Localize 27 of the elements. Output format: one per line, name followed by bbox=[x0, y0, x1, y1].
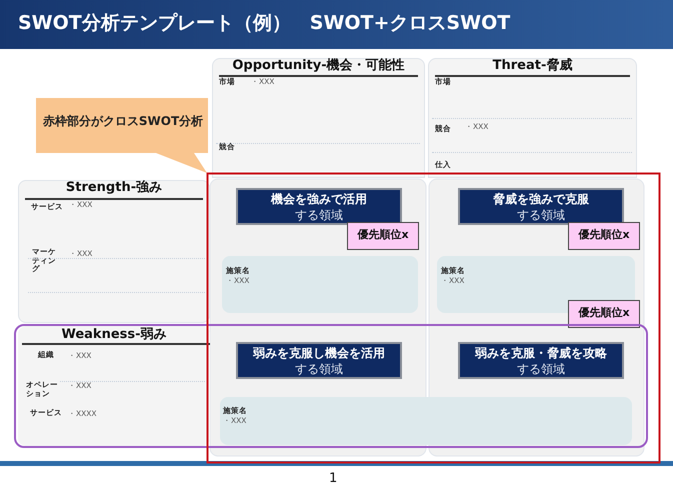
heading-box bbox=[236, 342, 402, 379]
priority-tag bbox=[568, 222, 640, 250]
weakness-row bbox=[14, 324, 648, 448]
heading-text: 脅威を強みで克服する領域 bbox=[492, 192, 590, 224]
panel-card bbox=[212, 58, 425, 178]
measure-box bbox=[220, 397, 632, 445]
panel-heading: Threat-脅威 bbox=[492, 59, 574, 74]
heading-box bbox=[458, 188, 624, 225]
priority-text: 優先順位x bbox=[577, 307, 631, 320]
priority-tag bbox=[568, 300, 640, 328]
panel-card bbox=[428, 58, 637, 178]
heading-box bbox=[458, 342, 624, 379]
priority-text: 優先順位x bbox=[356, 229, 410, 242]
heading-box bbox=[236, 188, 402, 225]
heading-text: 弱みを克服・脅威を攻略する領域 bbox=[474, 346, 608, 378]
callout-bubble bbox=[36, 98, 210, 174]
heading-text: 機会を強みで活用する領域 bbox=[270, 192, 368, 224]
callout-text: 赤枠部分がクロスSWOT分析 bbox=[42, 113, 204, 130]
panel-heading: Weakness-弱み bbox=[60, 328, 168, 343]
page-number: 1 bbox=[329, 472, 338, 487]
title: SWOT分析テンプレート（例） SWOT+クロスSWOT bbox=[18, 13, 510, 35]
panel-card bbox=[18, 180, 210, 323]
panel-heading: Strength-強み bbox=[64, 181, 164, 196]
heading-text: 弱みを克服し機会を活用する領域 bbox=[252, 346, 386, 378]
priority-text: 優先順位x bbox=[577, 229, 631, 242]
priority-tag bbox=[347, 222, 419, 250]
panel-heading: Opportunity-機会・可能性 bbox=[231, 59, 406, 74]
